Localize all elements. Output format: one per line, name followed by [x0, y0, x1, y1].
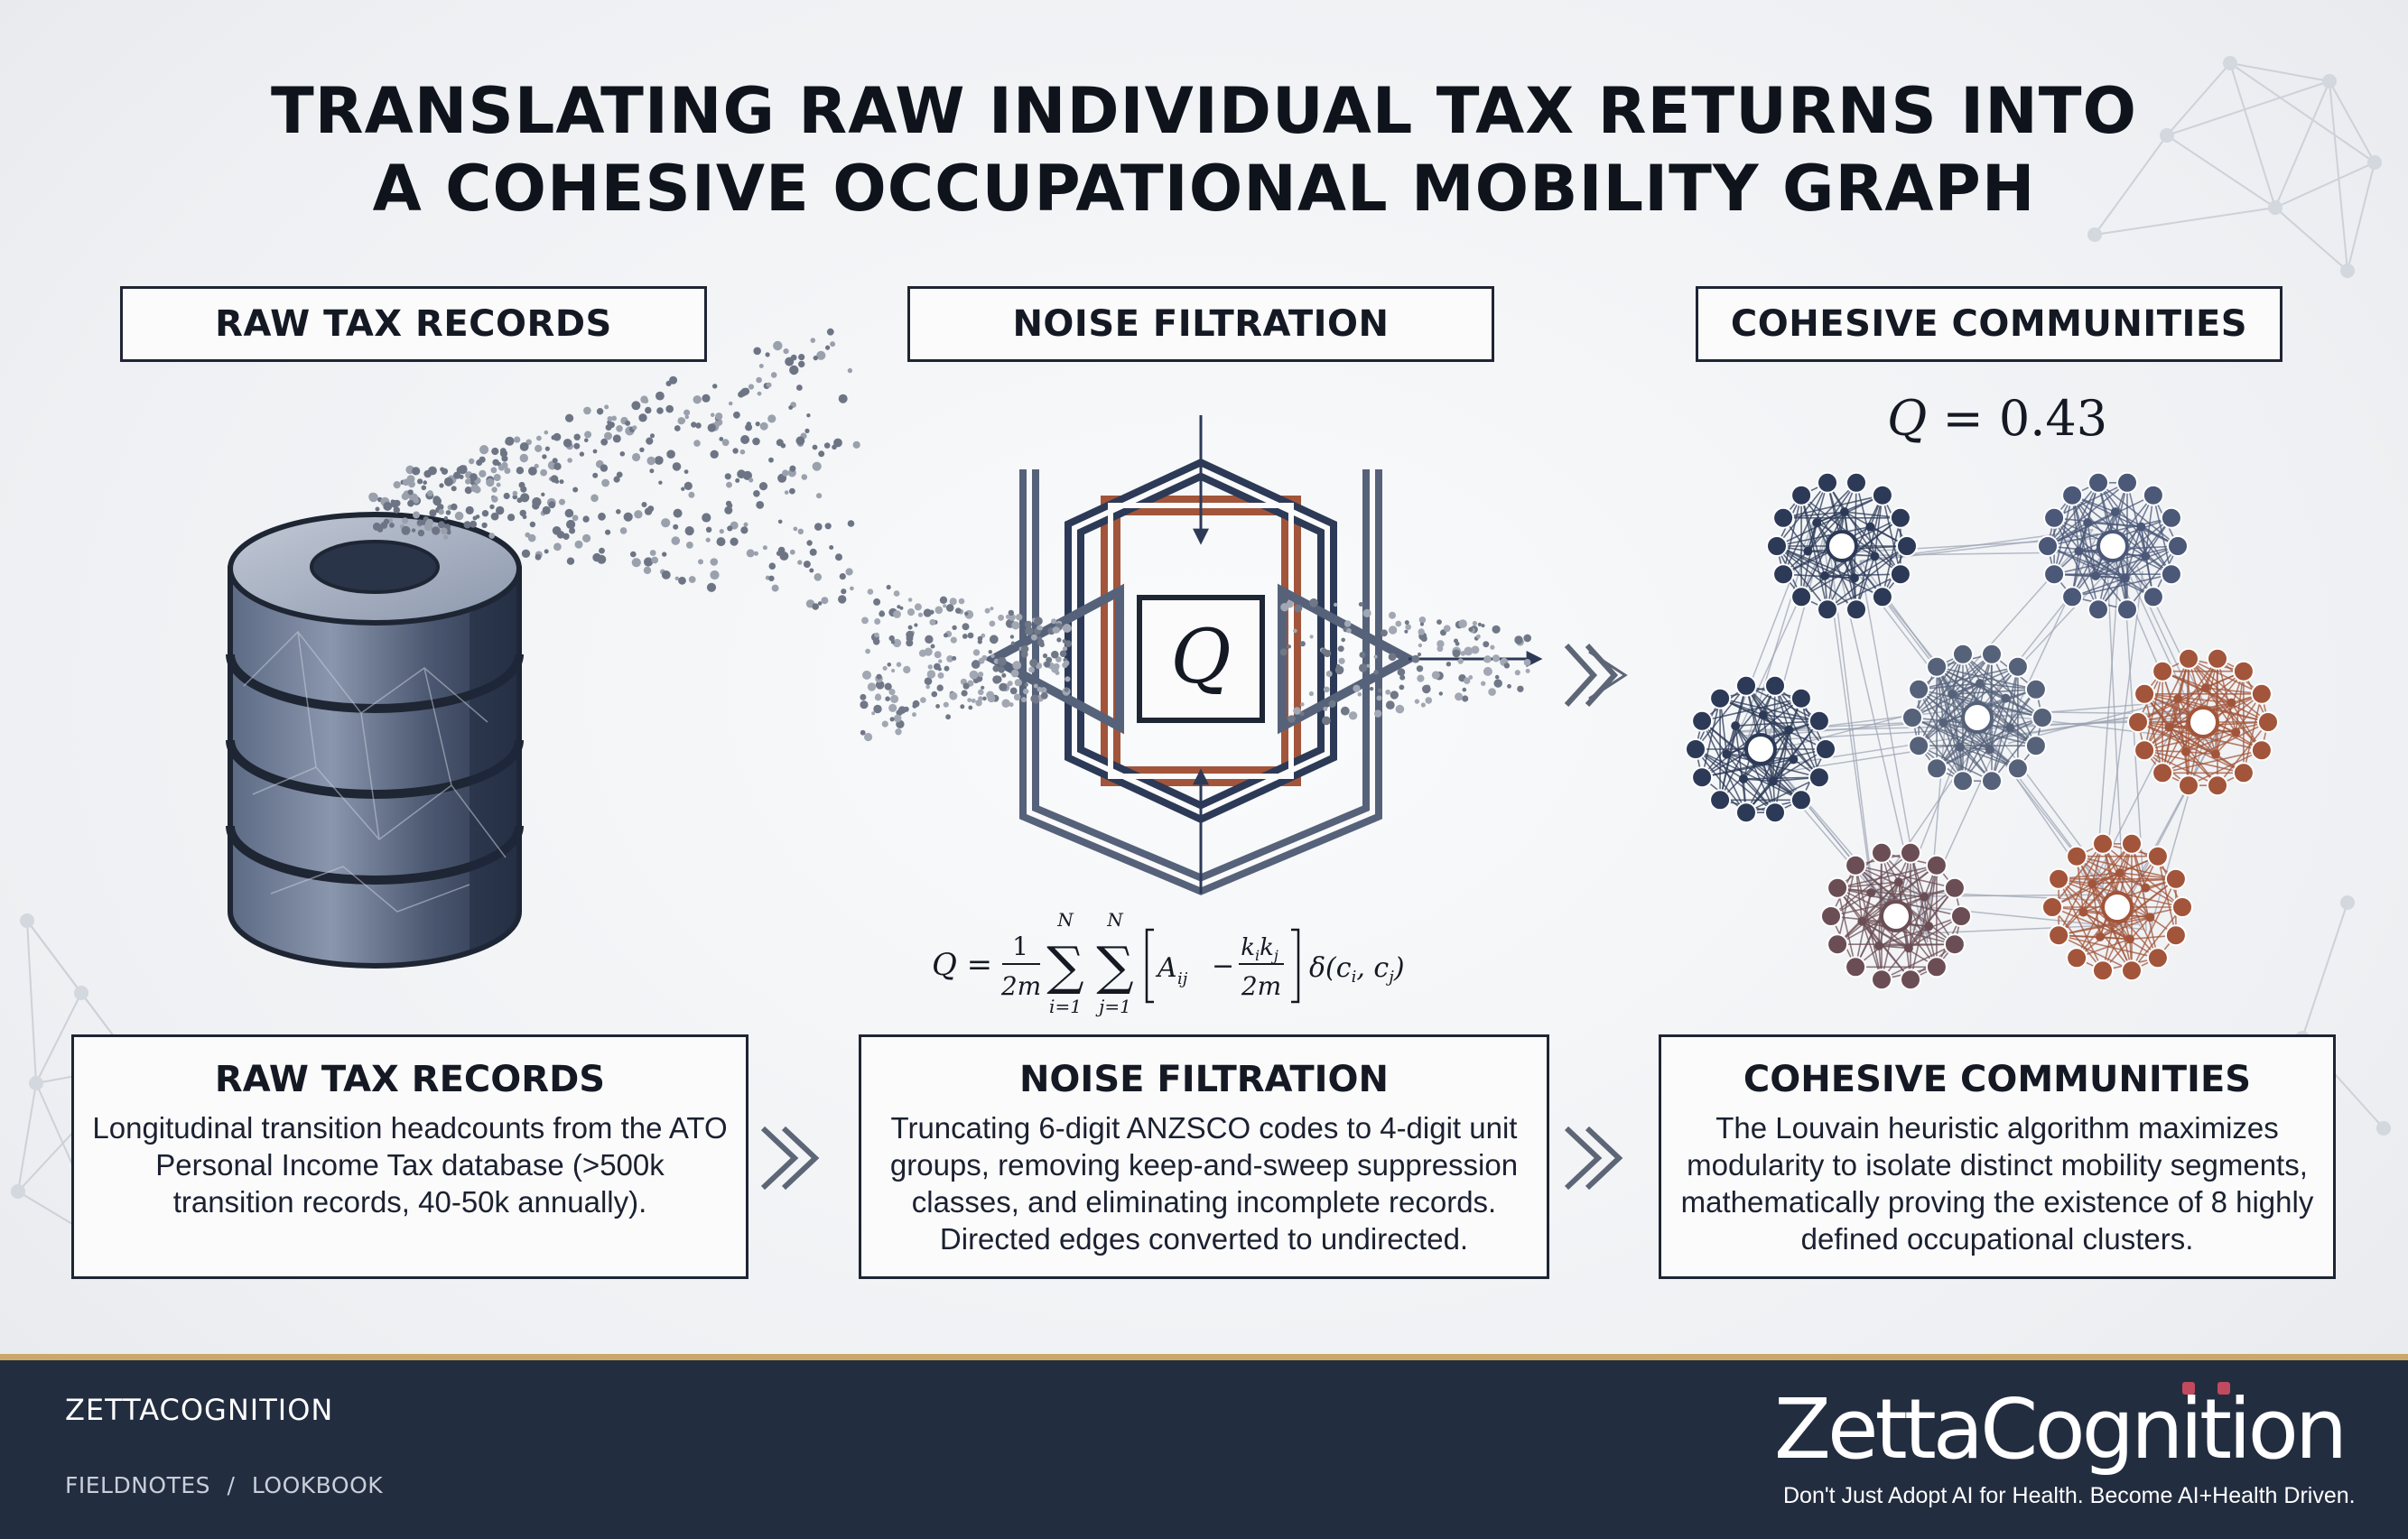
formula-a: A [1155, 952, 1177, 984]
formula-sum-index-j: j=1 [1095, 996, 1131, 1017]
footer-bar: ZETTACOGNITION FIELDNOTES / LOOKBOOK Zet… [0, 1354, 2408, 1539]
breadcrumb-fieldnotes[interactable]: FIELDNOTES [65, 1472, 211, 1498]
formula-frac-den: 2m [1000, 971, 1041, 1001]
community-network-graph [1685, 471, 2279, 991]
formula-sum-top-2: N [1106, 909, 1124, 931]
svg-text:δ(ci, cj): δ(ci, cj) [1309, 952, 1405, 987]
scattered-records-particles [368, 328, 860, 610]
flow-chevron-icon [1564, 643, 1628, 708]
modularity-score: Q = 0.43 [1887, 390, 2107, 447]
stage-card-cohesive-communities: COHESIVE COMMUNITIES The Louvain heurist… [1659, 1034, 2336, 1279]
stage-card-description: Longitudinal transition headcounts from … [92, 1111, 728, 1219]
title-line-2: A COHESIVE OCCUPATIONAL MOBILITY GRAPH [372, 152, 2036, 226]
flow-chevron-icon [760, 1126, 820, 1191]
svg-text:kikj: kikj [1241, 934, 1278, 964]
modularity-symbol: Q [1887, 390, 1928, 447]
filter-center-label: Q [1170, 615, 1231, 700]
stage-card-noise-filtration: NOISE FILTRATION Truncating 6-digit ANZS… [859, 1034, 1549, 1279]
formula-frac-num: 1 [1012, 932, 1028, 961]
formula-lhs: Q = [932, 947, 992, 983]
svg-text:∑: ∑ [1046, 935, 1083, 997]
formula-a-sub: ij [1177, 969, 1188, 988]
stage-card-title: COHESIVE COMMUNITIES [1743, 1059, 2252, 1100]
stage-header-cohesive-communities: COHESIVE COMMUNITIES [1696, 286, 2282, 362]
formula-minus: − [1212, 950, 1234, 982]
stage-header-raw-tax-records: RAW TAX RECORDS [120, 286, 707, 362]
formula-k-den: 2m [1241, 971, 1281, 1001]
breadcrumb-lookbook[interactable]: LOOKBOOK [251, 1472, 384, 1498]
stage-card-title: NOISE FILTRATION [1018, 1059, 1390, 1100]
footer-tagline: Don't Just Adopt AI for Health. Become A… [1783, 1483, 2356, 1508]
breadcrumb: FIELDNOTES / LOOKBOOK [65, 1472, 392, 1498]
formula-sum-index-i: i=1 [1049, 996, 1082, 1017]
zettacognition-logo: ZettaCognition [1774, 1381, 2348, 1478]
stage-card-raw-tax-records: RAW TAX RECORDS Longitudinal transition … [71, 1034, 748, 1279]
footer-brand-name: ZETTACOGNITION [65, 1393, 334, 1427]
pipeline-illustration: Q [226, 328, 2279, 1191]
background-network-decoration [11, 56, 2391, 1253]
stage-card-title: RAW TAX RECORDS [214, 1059, 606, 1100]
breadcrumb-separator: / [227, 1472, 236, 1498]
database-cylinder-icon [226, 512, 524, 969]
svg-text:∑: ∑ [1096, 935, 1133, 997]
formula-sum-top-1: N [1056, 909, 1074, 931]
modularity-value: = 0.43 [1942, 390, 2108, 447]
stage-card-description: The Louvain heuristic algorithm maximize… [1680, 1111, 2314, 1256]
title-line-1: TRANSLATING RAW INDIVIDUAL TAX RETURNS I… [270, 74, 2138, 148]
modularity-formula: Q = 1 2m N ∑ i=1 N ∑ j=1 A ij − kikj 2m … [932, 909, 1405, 1017]
filtered-particles [860, 584, 1531, 742]
stage-card-description: Truncating 6-digit ANZSCO codes to 4-dig… [889, 1111, 1519, 1256]
logo-wordmark: ZettaCognition [1774, 1381, 2344, 1478]
stage-header-noise-filtration: NOISE FILTRATION [907, 286, 1494, 362]
flow-chevron-icon [1564, 1126, 1623, 1191]
